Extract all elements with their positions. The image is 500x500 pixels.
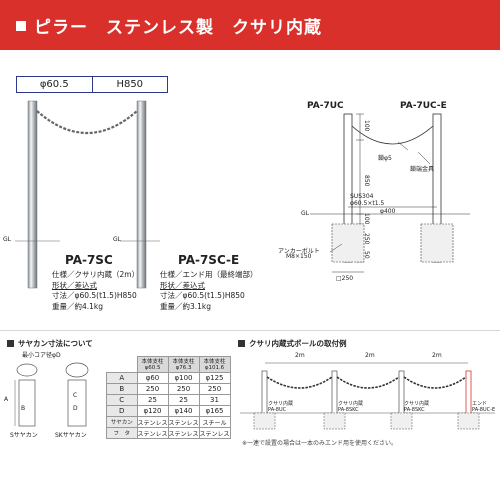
distance-label: 2m	[295, 352, 305, 359]
section-square-icon	[238, 340, 245, 347]
letter-d: D	[73, 405, 78, 412]
install-note: ※一連で設置の場合は一本のみエンド用を使用ください。	[242, 440, 398, 447]
caption-s: Sサヤカン	[10, 432, 38, 439]
pole-pa-7sc	[27, 100, 38, 289]
spec-pa-7sc-e: 仕様／エンド用（最終端部） 形状／差込式 寸法／φ60.5(t1.5)H850 …	[160, 270, 258, 312]
dim-100b: 100	[363, 213, 370, 225]
table-row: C 25 25 31	[106, 394, 231, 406]
spec-pa-7sc: 仕様／クサリ内蔵（2m） 形状／差込式 寸法／φ60.5(t1.5)H850 重…	[52, 270, 139, 312]
sayakan-table: 本体支柱 φ60.5 本体支柱 φ76.3 本体支柱 φ101.6 A φ60 …	[106, 356, 231, 439]
post-label-2: クサリ内蔵 PA-8SKC	[338, 401, 364, 413]
model-pa-7sc-e: PA-7SC-E	[178, 253, 240, 267]
title-square-icon	[16, 21, 26, 31]
table-corner	[106, 356, 137, 373]
table-row: A φ60 φ100 φ125	[106, 372, 231, 384]
page-title: ピラー ステンレス製 クサリ内蔵	[34, 18, 322, 38]
letter-a: A	[4, 396, 9, 403]
table-header: 本体支柱 φ101.6	[198, 356, 231, 373]
pole-pa-7sc-e	[136, 100, 147, 289]
model-pa-7sc: PA-7SC	[65, 253, 113, 267]
spec-line: 重量／約4.1kg	[52, 301, 104, 311]
spec-line: 寸法／φ60.5(t1.5)H850	[52, 291, 137, 300]
technical-diagram	[310, 113, 470, 273]
post-label-3: クサリ内蔵 PA-8SKC	[404, 401, 430, 413]
dim-250: 250	[363, 233, 370, 245]
post-label-1: クサリ内蔵 PA-8UC	[268, 401, 294, 413]
spec-box: φ60.5 H850	[16, 76, 168, 93]
diagram-label-uc: PA-7UC	[307, 101, 344, 111]
dim-850: 850	[363, 175, 370, 187]
dim-100: 100	[363, 120, 370, 132]
spec-line: 仕様／クサリ内蔵（2m）	[52, 270, 140, 279]
anchor-size-label: M8×150	[286, 253, 312, 260]
letter-c: C	[73, 392, 78, 399]
spec-height: H850	[91, 77, 168, 92]
post-label-4: エンド PA-8UC-E	[472, 401, 496, 413]
spec-diameter: φ60.5	[39, 79, 69, 90]
chain	[36, 110, 138, 135]
section-square-icon	[7, 340, 14, 347]
spec-line: 寸法／φ60.5(t1.5)H850	[160, 291, 245, 300]
material-label: SUS304	[350, 193, 374, 200]
dim-50: 50	[363, 251, 370, 259]
chain-label: 鎖φ5	[378, 155, 392, 162]
table-row: D φ120 φ140 φ165	[106, 405, 231, 417]
table-row: B 250 250 250	[106, 383, 231, 395]
sayakan-title: サヤカン寸法について	[18, 339, 93, 348]
caption-sk: SKサヤカン	[55, 432, 87, 439]
install-title: クサリ内蔵式ポールの取付例	[249, 339, 347, 348]
letter-b: B	[21, 405, 26, 412]
fitting-label: 鎖端金具	[410, 166, 435, 173]
header-bar	[0, 0, 500, 50]
spec-line: 形状／差込式	[52, 280, 97, 290]
install-diagram	[240, 362, 495, 430]
core-label: 最小コア径φD	[22, 352, 61, 359]
spec-line: 形状／差込式	[160, 280, 205, 290]
spec-line: 仕様／エンド用（最終端部）	[160, 270, 258, 279]
diagram-gl-label: GL	[301, 210, 309, 217]
material-size-label: φ60.5×t1.5	[350, 200, 385, 207]
table-header: 本体支柱 φ76.3	[167, 356, 200, 373]
spacing-label: φ400	[380, 208, 396, 215]
gl-label-1: GL	[3, 236, 11, 243]
spec-line: 重量／約3.1kg	[160, 301, 212, 311]
sayakan-drawing	[14, 362, 89, 427]
distance-label: 2m	[365, 352, 375, 359]
table-row: フ タ ステンレス ステンレス ステンレス	[106, 427, 231, 439]
table-row: サヤカン ステンレス ステンレス スチール	[106, 416, 231, 428]
anchor-label: アンカーボルト	[278, 248, 320, 255]
base-label: □250	[336, 275, 354, 282]
table-header: 本体支柱 φ60.5	[136, 356, 169, 373]
gl-label-2: GL	[113, 236, 121, 243]
distance-label: 2m	[432, 352, 442, 359]
section-divider	[0, 330, 500, 331]
diagram-label-uce: PA-7UC-E	[400, 101, 447, 111]
product-drawing	[15, 100, 160, 289]
